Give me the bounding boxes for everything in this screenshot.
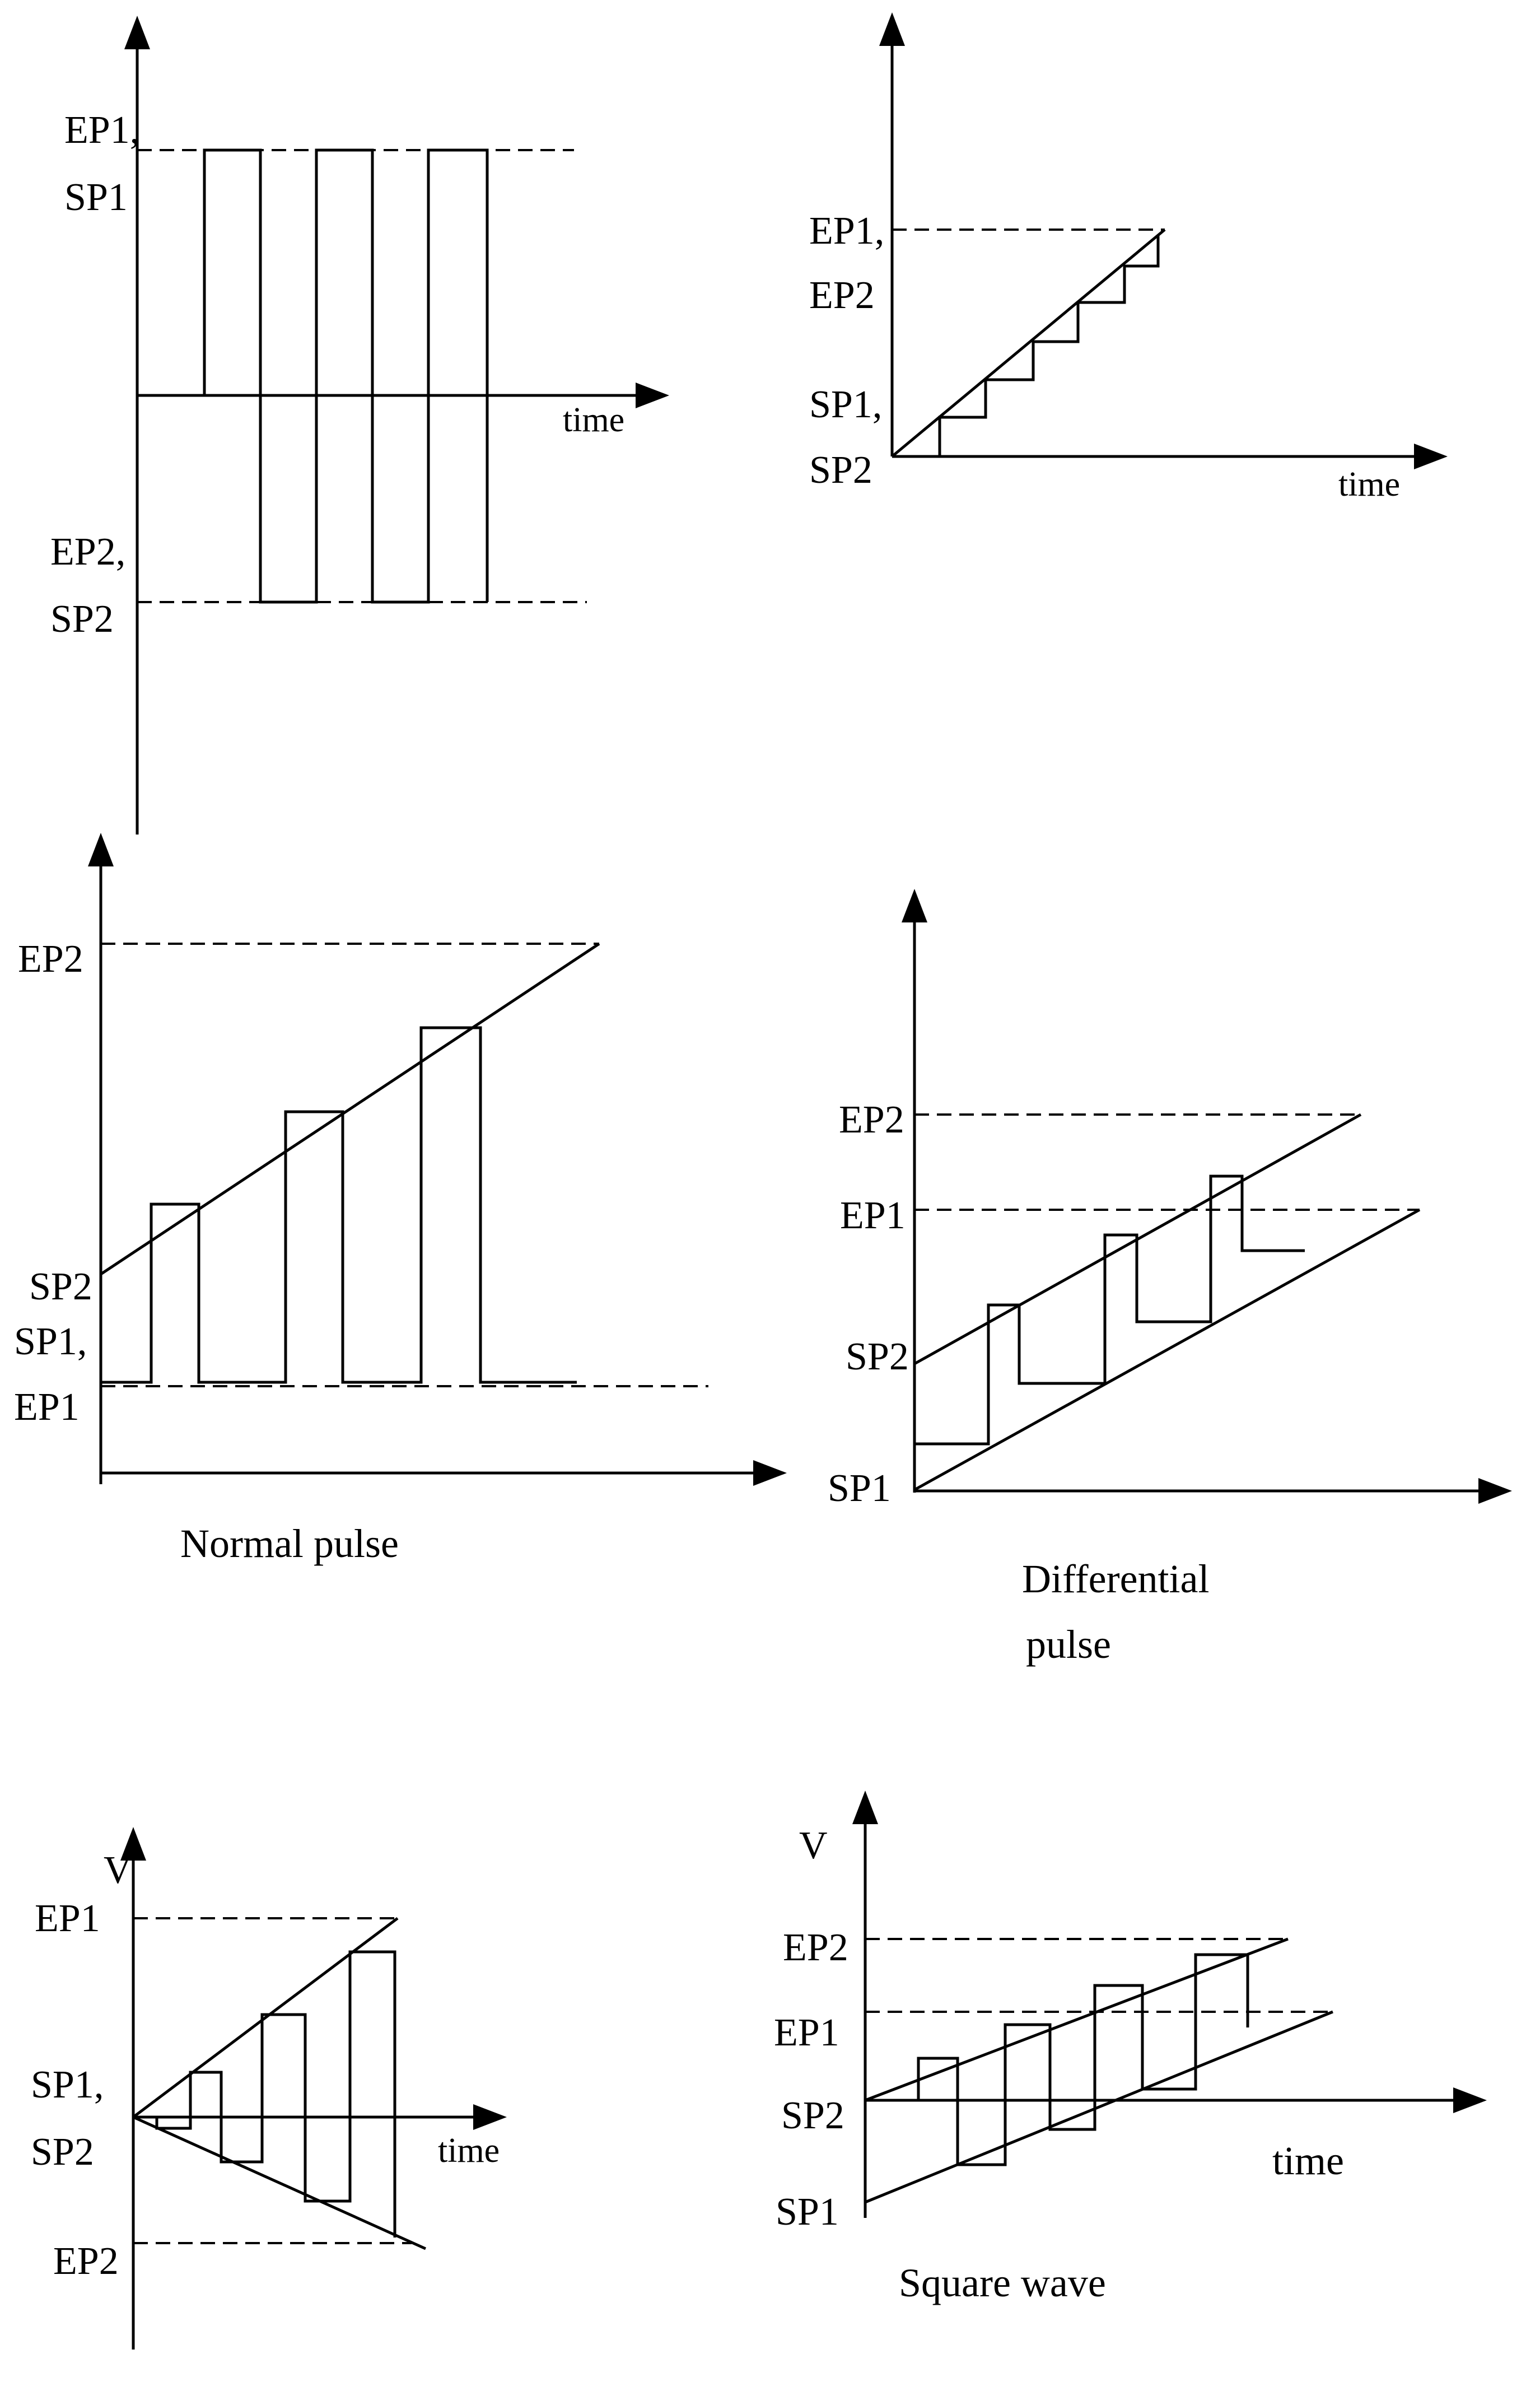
label-sp2: SP2 (781, 2094, 844, 2137)
ramp-line (100, 942, 600, 1276)
caption: Normal pulse (180, 1521, 399, 1566)
panel-bot-right (852, 1791, 1487, 2218)
x-axis-arrow-icon (636, 383, 669, 408)
y-axis-arrow-icon (902, 889, 927, 922)
square-waveform (137, 148, 489, 604)
differential-pulse-waveform (914, 1174, 1305, 1446)
x-axis-arrow-icon (1453, 2087, 1487, 2113)
label-ep1: EP1 (14, 1386, 80, 1429)
label-sp1: SP1, (31, 2063, 104, 2106)
label-sp1: SP1 (828, 1467, 891, 1510)
label-ep1: EP1 (840, 1194, 906, 1237)
y-axis-arrow-icon (124, 16, 150, 49)
y-axis-label: V (799, 1824, 828, 1867)
panel-top-right (879, 12, 1448, 469)
x-axis-label: time (1272, 2138, 1344, 2183)
panel-top-left-labels: EP1, SP1 EP2, SP2 time (50, 109, 624, 641)
x-axis-arrow-icon (1414, 444, 1448, 469)
panel-mid-right-labels: EP2 EP1 SP2 SP1 Differential pulse (828, 1098, 1210, 1667)
label-ep2: EP2 (783, 1926, 848, 1969)
ramp-upper (132, 1917, 399, 2118)
caption-line-2: pulse (1026, 1622, 1111, 1667)
ramp-lower (913, 1208, 1421, 1491)
label-sp2: SP2 (846, 1335, 909, 1378)
label-ep2: EP2, (50, 530, 125, 574)
staircase-waveform (892, 235, 1160, 458)
label-sp1: SP1, (809, 383, 882, 426)
x-axis-label: time (563, 401, 624, 439)
caption: Square wave (899, 2260, 1106, 2305)
y-axis-arrow-icon (879, 12, 905, 46)
label-ep2: EP2 (18, 938, 83, 981)
label-sp2: SP2 (31, 2131, 94, 2174)
label-sp1: SP1 (64, 176, 128, 219)
ramp-lower (132, 2115, 427, 2250)
label-ep1: EP1 (774, 2011, 839, 2054)
normal-pulse-waveform (101, 1026, 577, 1384)
expanding-pulse-waveform (133, 1950, 396, 2238)
panel-mid-left (88, 833, 787, 1486)
x-axis-label: time (1338, 465, 1400, 504)
label-sp2: SP2 (29, 1265, 92, 1308)
panel-mid-right (902, 889, 1512, 1504)
y-axis-arrow-icon (88, 833, 114, 866)
x-axis-label: time (438, 2132, 500, 2170)
label-sp2: SP2 (809, 449, 872, 492)
label-ep1: EP1, (809, 209, 884, 253)
ramp-lower (865, 2010, 1333, 2204)
panel-bot-right-labels: V EP2 EP1 SP2 SP1 time Square wave (774, 1824, 1344, 2305)
label-ep2: EP2 (53, 2240, 119, 2283)
y-axis-label: V (104, 1849, 132, 1892)
x-axis-arrow-icon (1478, 1478, 1512, 1504)
panel-bot-left (120, 1827, 507, 2350)
x-axis-arrow-icon (753, 1460, 787, 1486)
label-sp1: SP1 (776, 2190, 839, 2234)
label-ep1: EP1, (64, 109, 139, 152)
label-ep2: EP2 (839, 1098, 904, 1141)
square-wave-waveform (917, 1953, 1249, 2166)
caption-line-1: Differential (1022, 1556, 1210, 1601)
panel-bot-left-labels: V EP1 SP1, SP2 EP2 time (31, 1849, 500, 2283)
y-axis-arrow-icon (852, 1791, 878, 1824)
panel-top-right-labels: EP1, EP2 SP1, SP2 time (809, 209, 1400, 504)
label-sp1: SP1, (14, 1320, 87, 1363)
label-ep2: EP2 (809, 274, 875, 317)
label-sp2: SP2 (50, 598, 114, 641)
ramp-upper (865, 1937, 1289, 2102)
ramp-line (891, 229, 1166, 458)
panel-mid-left-labels: EP2 SP2 SP1, EP1 Normal pulse (14, 938, 399, 1566)
y-axis-arrow-icon (120, 1827, 146, 1861)
label-ep1: EP1 (35, 1897, 100, 1940)
panel-top-left (124, 16, 669, 835)
x-axis-arrow-icon (473, 2104, 507, 2130)
